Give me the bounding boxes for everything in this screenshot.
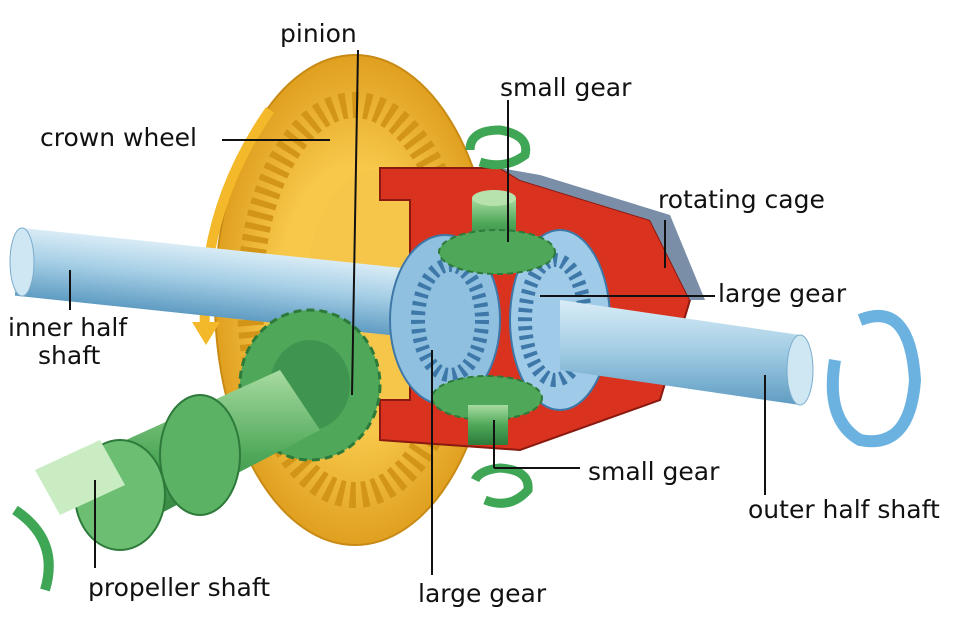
label-small-gear-top: small gear xyxy=(500,73,632,102)
label-inner-half-shaft-line1: inner half xyxy=(8,313,128,342)
label-inner-half-shaft-line2: shaft xyxy=(38,341,101,370)
propeller-shaft xyxy=(35,370,320,551)
rotation-arrow-outer-shaft xyxy=(826,310,922,448)
inner-half-shaft xyxy=(9,227,440,340)
outer-half-shaft xyxy=(560,300,814,406)
label-small-gear-bottom: small gear xyxy=(588,457,720,486)
label-rotating-cage: rotating cage xyxy=(658,185,825,214)
label-inner-half-shaft: inner half shaft xyxy=(8,314,127,370)
small-gear-bottom xyxy=(431,375,543,445)
rotation-arrow-small-gear-top xyxy=(465,125,531,170)
rotation-arrow-small-gear-bottom xyxy=(470,463,533,508)
label-large-gear-bottom: large gear xyxy=(418,579,547,608)
rotation-arrow-propeller-shaft xyxy=(12,505,54,592)
label-propeller-shaft: propeller shaft xyxy=(88,573,270,602)
label-large-gear-right: large gear xyxy=(718,279,847,308)
label-crown-wheel: crown wheel xyxy=(40,123,198,152)
arrowhead xyxy=(192,322,220,345)
leader-lines xyxy=(69,49,766,575)
label-outer-half-shaft: outer half shaft xyxy=(748,495,940,524)
label-pinion: pinion xyxy=(280,19,357,48)
